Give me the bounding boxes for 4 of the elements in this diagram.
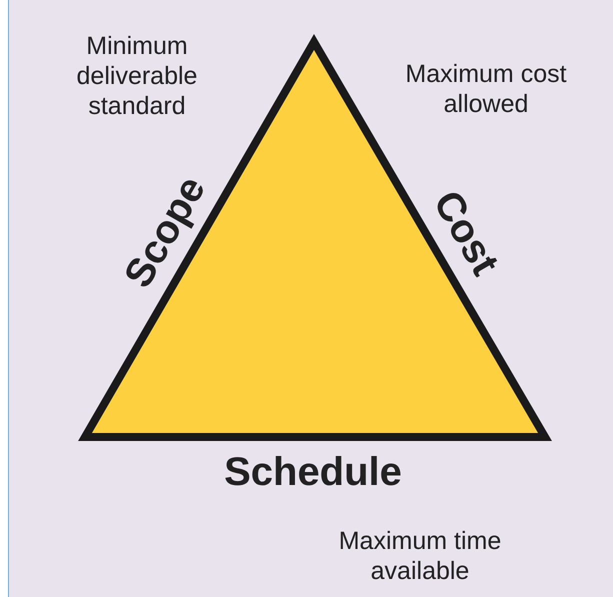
note-text: Maximum time available bbox=[338, 526, 502, 586]
note-text: Minimum deliverable standard bbox=[76, 31, 198, 121]
side-label: Schedule bbox=[224, 449, 402, 496]
note-text: Maximum cost allowed bbox=[404, 59, 568, 119]
